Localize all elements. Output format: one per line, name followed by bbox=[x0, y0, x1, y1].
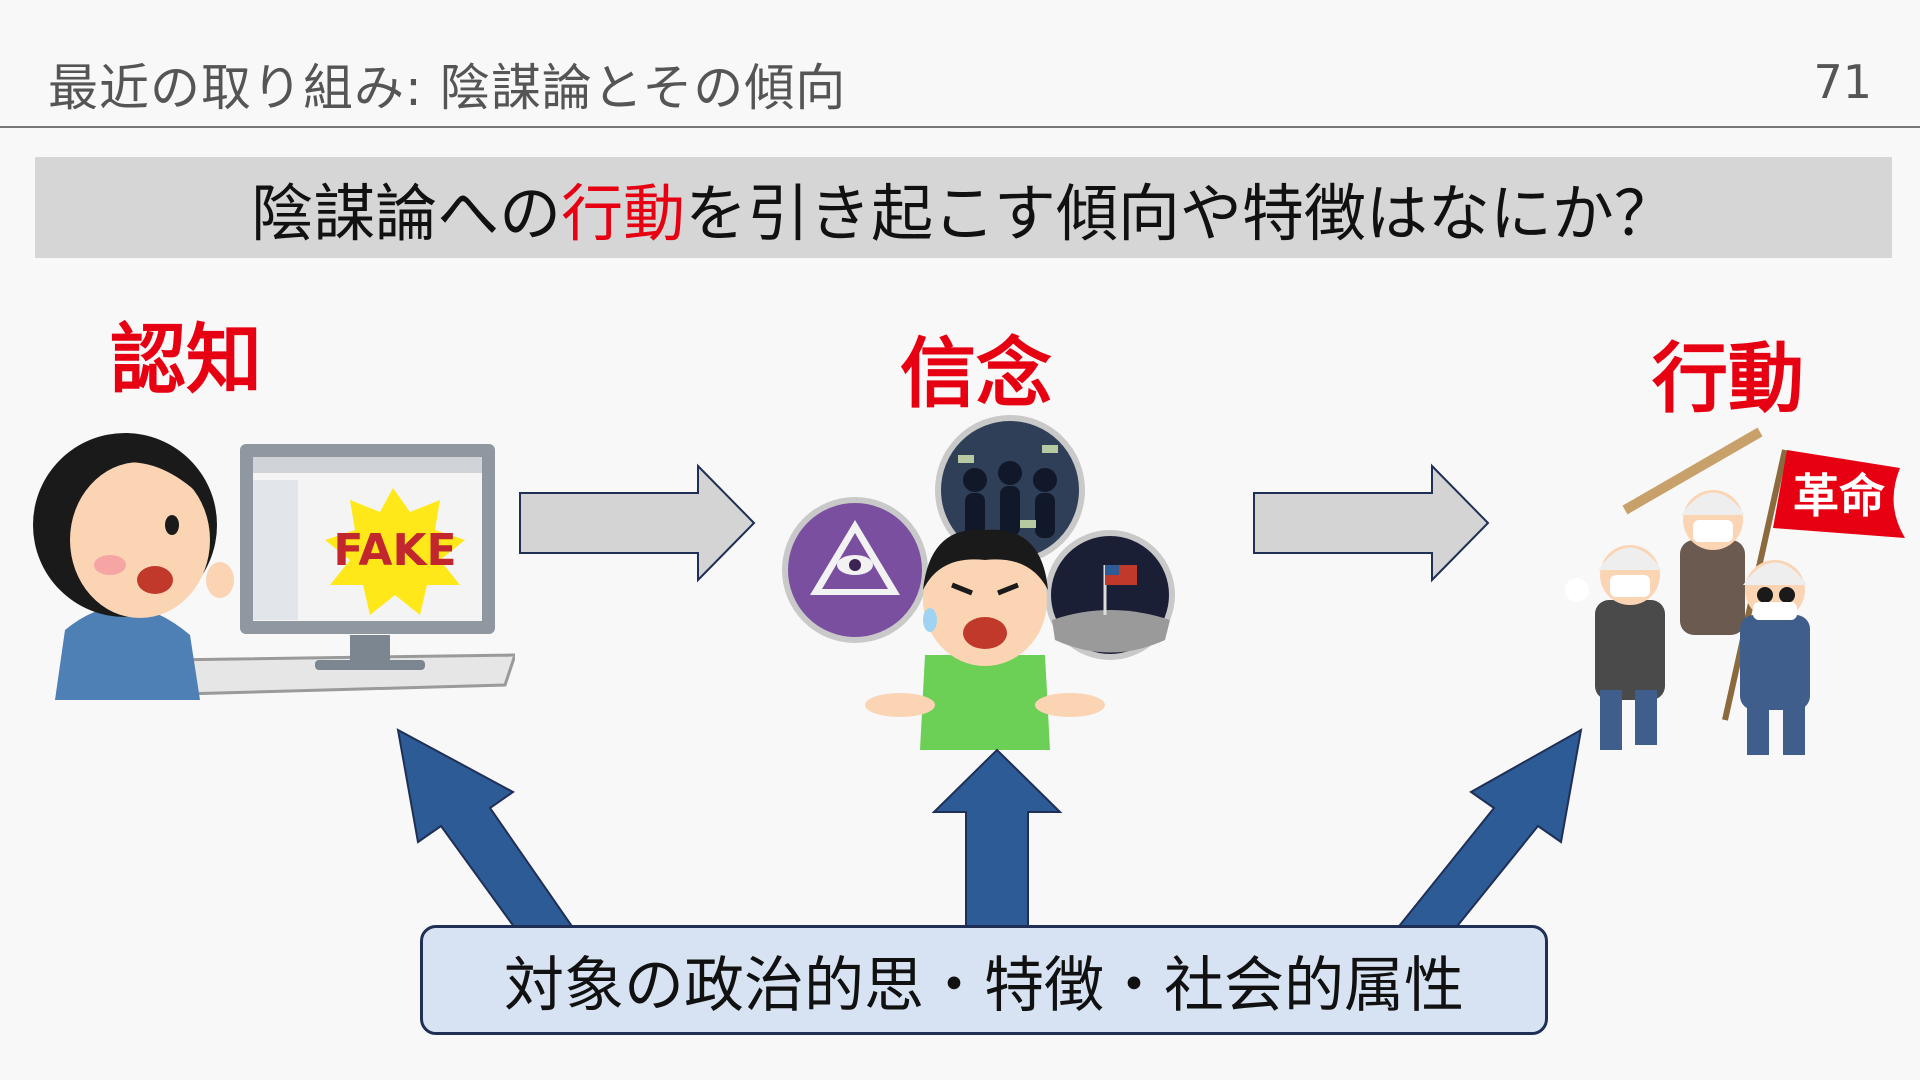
influence-arrow-to-action bbox=[1389, 728, 1583, 936]
protester-left bbox=[1565, 545, 1665, 750]
stage-label-belief: 信念 bbox=[900, 329, 1052, 418]
flow-arrow-cognition-to-belief bbox=[519, 463, 756, 583]
wooden-stick bbox=[1622, 427, 1763, 515]
factors-label: 対象の政治的思・特徴・社会的属性 bbox=[504, 950, 1464, 1021]
stage-label-action: 行動 bbox=[1652, 334, 1804, 423]
moon-landing-bubble bbox=[1045, 530, 1175, 660]
slide-title: 最近の取り組み: 陰謀論とその傾向 bbox=[48, 59, 847, 117]
protester-back bbox=[1680, 490, 1745, 635]
question-suffix: を引き起こす傾向や特徴はなにか？ bbox=[685, 176, 1676, 250]
person-at-computer-illustration: FAKE bbox=[33, 433, 515, 700]
question-accent: 行動 bbox=[561, 176, 686, 250]
protesters-illustration: 革命 bbox=[1565, 427, 1905, 755]
revolution-flag: 革命 bbox=[1722, 449, 1905, 721]
protester-right bbox=[1740, 560, 1810, 755]
question-prefix: 陰謀論への bbox=[251, 176, 562, 250]
fake-burst: FAKE bbox=[325, 488, 465, 615]
shadow-figures-bubble bbox=[935, 415, 1085, 565]
influence-arrow-to-cognition bbox=[396, 728, 580, 936]
flow-arrow-belief-to-action bbox=[1253, 463, 1490, 583]
header-divider bbox=[0, 126, 1920, 128]
stage-label-cognition: 認知 bbox=[110, 315, 262, 404]
factors-box: 対象の政治的思・特徴・社会的属性 bbox=[420, 925, 1548, 1035]
flag-text: 革命 bbox=[1793, 469, 1885, 523]
person bbox=[33, 433, 234, 700]
question-banner: 陰謀論への行動を引き起こす傾向や特徴はなにか？ bbox=[35, 157, 1892, 258]
page-number: 71 bbox=[1813, 55, 1872, 109]
influence-arrow-to-belief bbox=[931, 748, 1063, 936]
conspiracy-believer-illustration bbox=[782, 415, 1175, 750]
fake-text: FAKE bbox=[333, 525, 456, 576]
illuminati-bubble bbox=[782, 497, 928, 643]
angry-person bbox=[865, 529, 1105, 750]
